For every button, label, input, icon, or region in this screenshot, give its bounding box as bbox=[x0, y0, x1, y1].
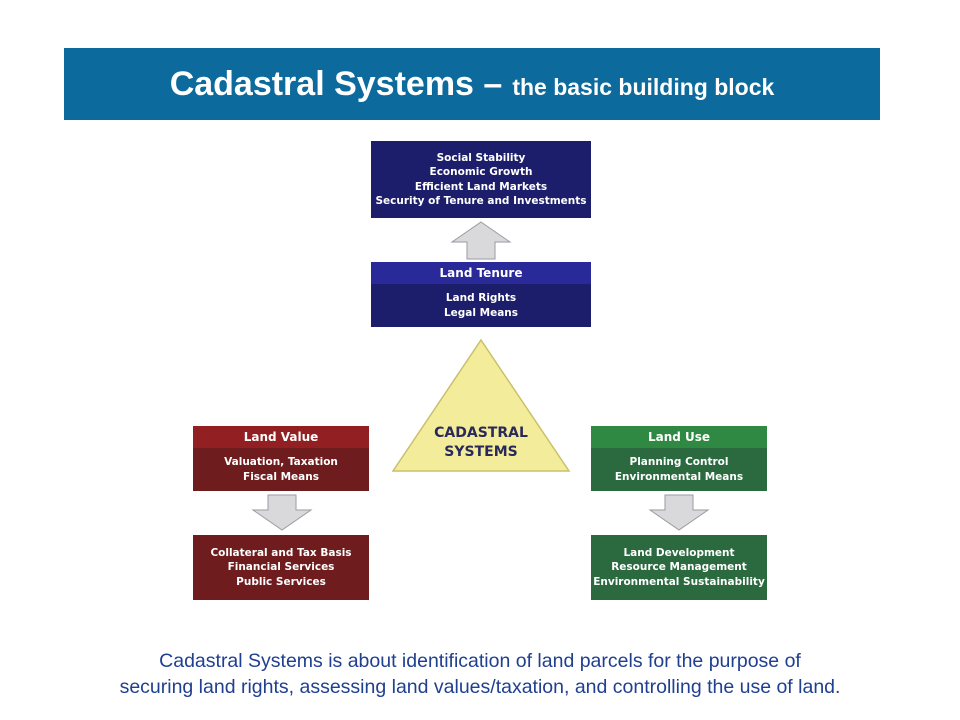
land-use-line: Environmental Means bbox=[614, 470, 744, 483]
land-use-outcome-line: Resource Management bbox=[611, 561, 747, 574]
title-sub: the basic building block bbox=[512, 73, 775, 100]
land-value-outcome-line: Financial Services bbox=[227, 561, 335, 574]
land-value-line: Valuation, Taxation bbox=[224, 456, 338, 468]
land-tenure-line: Legal Means bbox=[443, 306, 519, 319]
outcome-line: Efficient Land Markets bbox=[414, 180, 548, 193]
outcome-line: Social Stability bbox=[436, 151, 526, 164]
arrow-down-icon bbox=[251, 494, 313, 531]
land-value-box: Land Value Valuation, Taxation Fiscal Me… bbox=[193, 426, 369, 491]
land-use-header: Land Use bbox=[591, 426, 767, 448]
caption-line: Cadastral Systems is about identificatio… bbox=[159, 650, 801, 672]
outcomes-box: Social Stability Economic Growth Efficie… bbox=[371, 141, 591, 218]
land-use-outcome-line: Environmental Sustainability bbox=[593, 575, 765, 588]
land-value-outcome-line: Collateral and Tax Basis bbox=[210, 546, 352, 559]
caption: Cadastral Systems is about identificatio… bbox=[0, 648, 960, 700]
title-bar: Cadastral Systems – the basic building b… bbox=[64, 48, 880, 120]
outcome-line: Economic Growth bbox=[429, 166, 533, 178]
land-value-header: Land Value bbox=[193, 426, 369, 448]
land-use-line: Planning Control bbox=[629, 456, 729, 468]
land-use-box: Land Use Planning Control Environmental … bbox=[591, 426, 767, 491]
title-main: Cadastral Systems – bbox=[169, 64, 503, 103]
arrow-down-icon bbox=[648, 494, 710, 531]
triangle-label-line: SYSTEMS bbox=[444, 444, 517, 460]
land-value-outcome-line: Public Services bbox=[236, 575, 326, 588]
arrow-up-icon bbox=[450, 221, 512, 260]
land-value-outcome-box: Collateral and Tax Basis Financial Servi… bbox=[193, 535, 369, 600]
land-tenure-line: Land Rights bbox=[445, 292, 517, 304]
caption-line: securing land rights, assessing land val… bbox=[119, 676, 841, 698]
cadastral-triangle: CADASTRAL SYSTEMS bbox=[391, 338, 571, 472]
land-use-outcome-box: Land Development Resource Management Env… bbox=[591, 535, 767, 600]
land-use-outcome-line: Land Development bbox=[623, 546, 735, 559]
triangle-label-line: CADASTRAL bbox=[434, 425, 528, 441]
land-tenure-box: Land Tenure Land Rights Legal Means bbox=[371, 262, 591, 327]
land-value-line: Fiscal Means bbox=[243, 470, 319, 483]
outcome-line: Security of Tenure and Investments bbox=[375, 195, 587, 207]
land-tenure-header: Land Tenure bbox=[371, 262, 591, 284]
